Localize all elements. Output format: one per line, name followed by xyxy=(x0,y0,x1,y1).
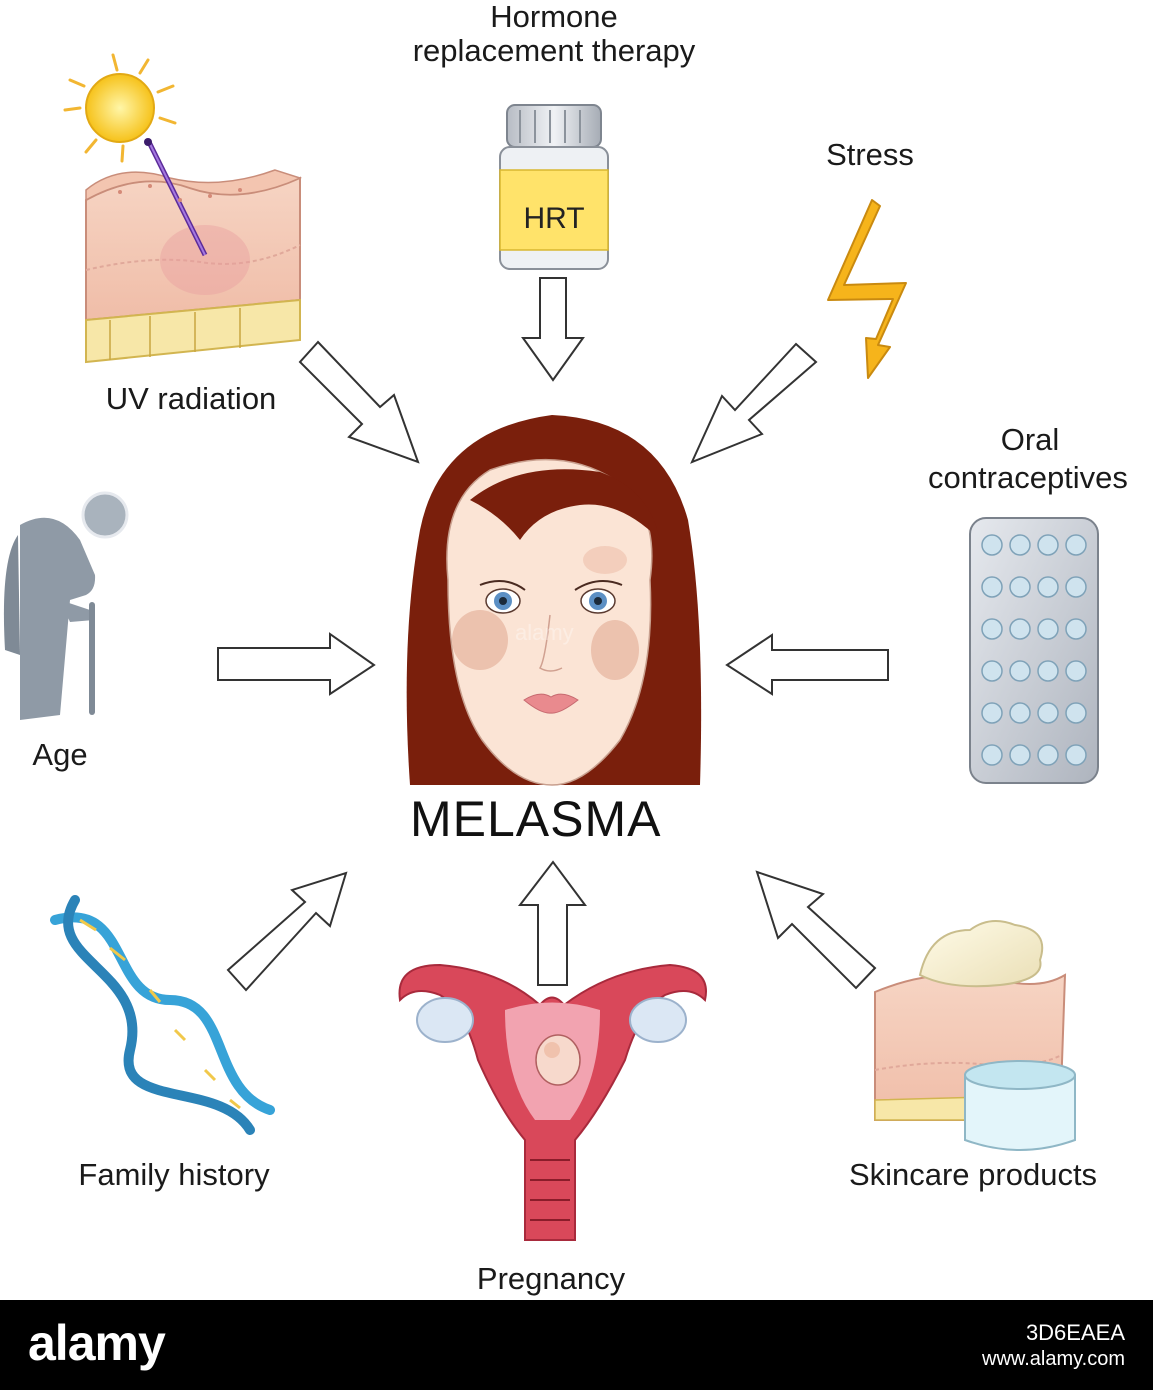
pill-icon xyxy=(981,702,1003,724)
uterus-pregnancy-icon xyxy=(398,963,707,1241)
uv-skin-icon xyxy=(63,53,303,364)
hrt-bottle-label: HRT xyxy=(523,202,585,235)
arrow-family xyxy=(226,871,348,992)
arrow-stress xyxy=(690,342,818,464)
dna-helix-icon xyxy=(50,895,275,1135)
image-id-block: 3D6EAEA www.alamy.com xyxy=(982,1320,1125,1372)
pill-icon xyxy=(981,618,1003,640)
elderly-person-icon xyxy=(3,491,129,720)
pill-icon xyxy=(1037,618,1059,640)
pill-icon xyxy=(1037,660,1059,682)
pill-icon xyxy=(1065,702,1087,724)
watermark-footer: alamy 3D6EAEA www.alamy.com xyxy=(0,1300,1153,1390)
alamy-logo: alamy xyxy=(28,1315,166,1371)
arrow-uv xyxy=(298,340,420,464)
woman-face-illustration xyxy=(406,415,702,786)
pill-icon xyxy=(981,744,1003,766)
pill-icon xyxy=(1009,576,1031,598)
arrow-pregnancy xyxy=(517,860,587,986)
label-hrt-line1: Hormone xyxy=(490,0,618,34)
label-hrt-line2: replacement therapy xyxy=(412,33,696,68)
pill-icon xyxy=(1009,744,1031,766)
pill-icon xyxy=(1037,744,1059,766)
site-url: www.alamy.com xyxy=(982,1348,1125,1370)
lightning-bolt-icon xyxy=(827,199,907,379)
pill-icon xyxy=(1065,576,1087,598)
label-family-history: Family history xyxy=(78,1157,270,1192)
hrt-bottle-icon xyxy=(499,104,609,270)
pill-icon xyxy=(1037,576,1059,598)
pill-pack-icon xyxy=(969,517,1099,784)
pill-icon xyxy=(1065,744,1087,766)
diagram-canvas: alamy xyxy=(3,53,1099,1241)
diagram-title: MELASMA xyxy=(410,791,662,847)
label-oral-line1: Oral xyxy=(1000,422,1060,457)
pill-icon xyxy=(1065,534,1087,556)
pill-icon xyxy=(1009,534,1031,556)
pill-icon xyxy=(1037,702,1059,724)
pill-icon xyxy=(1009,702,1031,724)
skincare-products-icon xyxy=(874,920,1076,1151)
label-pregnancy: Pregnancy xyxy=(476,1261,626,1296)
pill-icon xyxy=(1037,534,1059,556)
svg-text:alamy: alamy xyxy=(515,620,574,645)
arrow-oral xyxy=(725,633,889,696)
pill-icon xyxy=(1065,660,1087,682)
pill-icon xyxy=(1065,618,1087,640)
image-id: 3D6EAEA xyxy=(1025,1320,1125,1345)
label-skincare-products: Skincare products xyxy=(848,1157,1098,1192)
watermark: alamy xyxy=(515,620,574,645)
label-uv-radiation: UV radiation xyxy=(105,381,277,416)
arrow-skincare xyxy=(755,870,877,990)
pill-icon xyxy=(981,534,1003,556)
label-stress: Stress xyxy=(826,137,914,172)
label-oral-line2: contraceptives xyxy=(928,460,1128,495)
pill-icon xyxy=(1009,618,1031,640)
arrow-hrt xyxy=(521,277,585,382)
label-age: Age xyxy=(32,737,88,772)
arrow-age xyxy=(217,632,376,696)
pill-icon xyxy=(981,576,1003,598)
pill-icon xyxy=(981,660,1003,682)
pill-icon xyxy=(1009,660,1031,682)
